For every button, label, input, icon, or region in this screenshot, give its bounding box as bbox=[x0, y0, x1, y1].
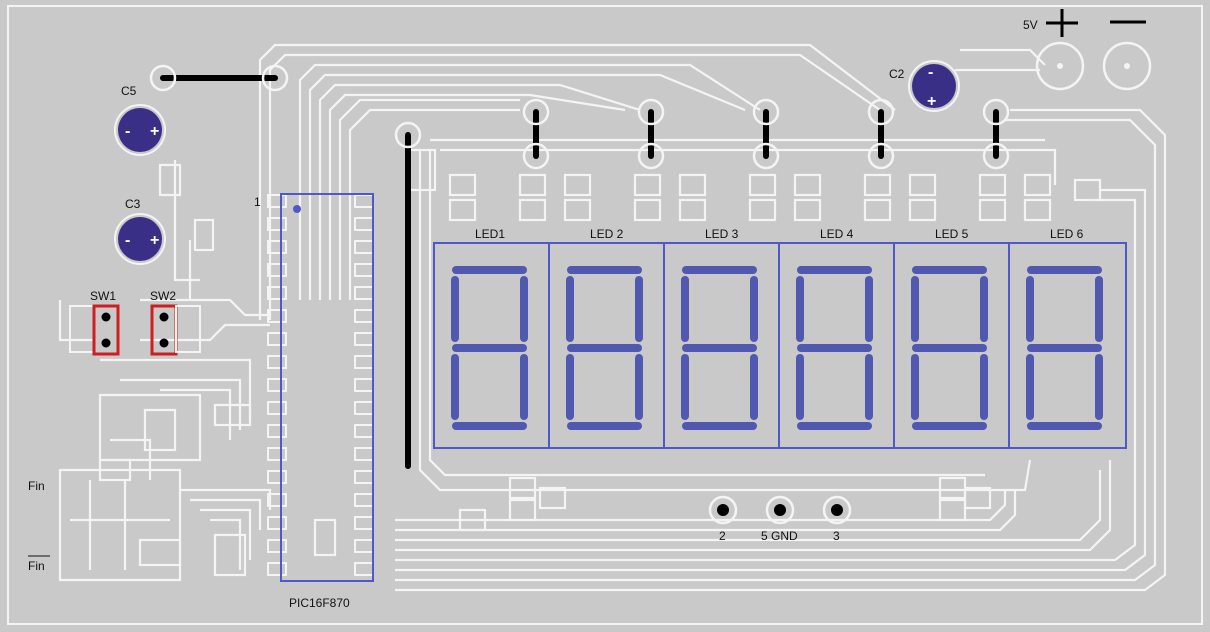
label-test-point-5-gnd: 5 GND bbox=[761, 529, 798, 543]
label-fin-inverted: Fin bbox=[28, 559, 45, 573]
seven-segment-display bbox=[433, 242, 1127, 449]
capacitor-c5: - + bbox=[114, 104, 166, 156]
label-led-4: LED 4 bbox=[820, 227, 854, 241]
led-pads bbox=[98, 148, 1102, 577]
switch-sw2 bbox=[150, 304, 201, 356]
jumper-pads bbox=[149, 64, 1010, 170]
label-led-2: LED 2 bbox=[590, 227, 624, 241]
c2-minus: - bbox=[928, 64, 933, 81]
label-c5: C5 bbox=[121, 84, 137, 98]
c2-plus: + bbox=[927, 93, 936, 110]
label-sw1: SW1 bbox=[90, 289, 116, 303]
c3-plus: + bbox=[150, 232, 159, 249]
power-terminals bbox=[1035, 9, 1152, 91]
label-test-point-2: 2 bbox=[719, 529, 726, 543]
c3-minus: - bbox=[125, 232, 130, 249]
switch-sw1 bbox=[69, 304, 120, 356]
label-fin: Fin bbox=[28, 479, 45, 493]
c5-plus: + bbox=[150, 123, 159, 140]
label-c3: C3 bbox=[125, 197, 141, 211]
copper-traces bbox=[58, 43, 1167, 592]
capacitor-c3: - + bbox=[114, 213, 166, 265]
capacitor-c2: - + bbox=[908, 60, 960, 112]
label-pin-1: 1 bbox=[254, 195, 261, 209]
c5-minus: - bbox=[125, 123, 130, 140]
wire-jumpers bbox=[160, 75, 999, 469]
test-points bbox=[708, 495, 852, 525]
label-5v: 5V bbox=[1023, 18, 1038, 32]
label-test-point-3: 3 bbox=[833, 529, 840, 543]
label-led-6: LED 6 bbox=[1050, 227, 1084, 241]
label-c2: C2 bbox=[889, 67, 905, 81]
label-chip: PIC16F870 bbox=[289, 596, 350, 610]
label-led-5: LED 5 bbox=[935, 227, 969, 241]
label-sw2: SW2 bbox=[150, 289, 176, 303]
label-led-3: LED 3 bbox=[705, 227, 739, 241]
label-led-1: LED1 bbox=[475, 227, 505, 241]
pic16f870-chip bbox=[267, 193, 374, 582]
